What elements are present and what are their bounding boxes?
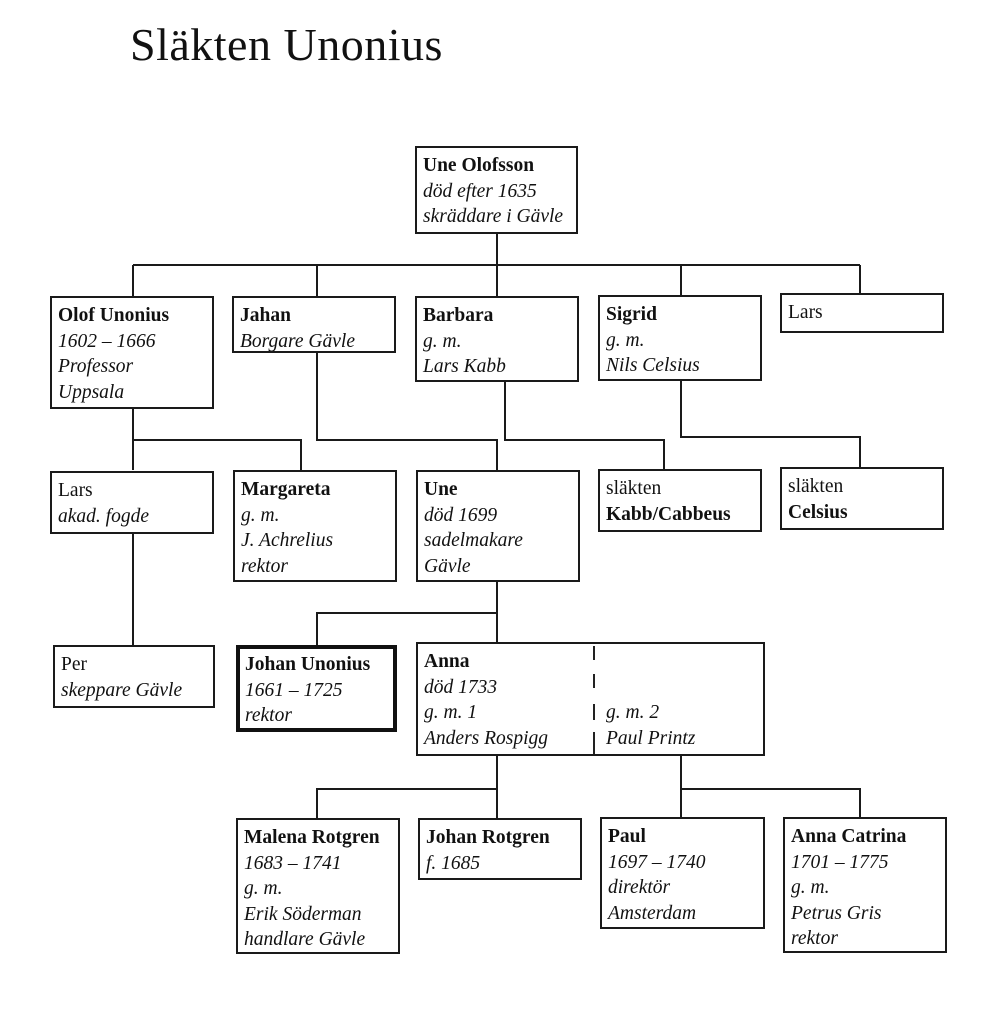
person-detail: död 1733 [424, 676, 498, 698]
person-detail: Paul Printz [606, 727, 696, 749]
person-detail: handlare Gävle [244, 929, 366, 950]
connector-une-olofsson-children [132, 233, 861, 296]
person-detail: g. m. [423, 330, 462, 352]
person-box-une: Une död 1699 sadelmakare Gävle [416, 470, 580, 582]
person-box-malena-rotgren: Malena Rotgren 1683 – 1741 g. m. Erik Sö… [236, 818, 400, 954]
person-detail: 1602 – 1666 [58, 330, 156, 352]
person-box-barbara: Barbara g. m. Lars Kabb [415, 296, 579, 382]
person-detail: död efter 1635 [423, 180, 537, 202]
family-prefix: släkten [788, 476, 844, 497]
person-detail: Petrus Gris [791, 902, 882, 924]
person-detail: rektor [245, 705, 292, 726]
person-detail: g. m. 2 [606, 702, 660, 723]
person-box-une-olofsson: Une Olofsson död efter 1635 skräddare i … [415, 146, 578, 234]
family-box-celsius: släkten Celsius [780, 467, 944, 530]
person-box-paul: Paul 1697 – 1740 direktör Amsterdam [600, 817, 765, 929]
family-name: Celsius [788, 501, 848, 523]
person-box-lars-sibling: Lars [780, 293, 944, 333]
person-detail: Nils Celsius [606, 355, 700, 376]
person-name: Margareta [241, 479, 331, 500]
person-name: Une Olofsson [423, 155, 535, 176]
person-detail: g. m. [244, 878, 283, 899]
person-detail: g. m. 1 [424, 702, 478, 723]
person-name: Paul [608, 826, 646, 847]
person-detail: Amsterdam [608, 902, 697, 924]
person-detail: 1683 – 1741 [244, 852, 342, 874]
person-detail: 1701 – 1775 [791, 851, 889, 873]
person-box-lars: Lars akad. fogde [50, 471, 214, 534]
person-detail: skräddare i Gävle [423, 206, 564, 227]
person-detail: 1697 – 1740 [608, 851, 706, 873]
person-detail: sadelmakare [424, 530, 523, 551]
person-box-olof-unonius: Olof Unonius 1602 – 1666 Professor Uppsa… [50, 296, 214, 409]
person-detail: Uppsala [58, 381, 125, 403]
person-name: Johan Unonius [245, 654, 371, 675]
anna-divider-dash [593, 704, 595, 720]
person-name: Une [424, 479, 458, 500]
person-name: Jahan [240, 305, 291, 326]
person-detail: rektor [241, 555, 288, 577]
person-name: Lars [58, 480, 93, 501]
person-detail: Professor [58, 356, 134, 377]
person-name: Anna Catrina [791, 826, 907, 847]
connector-olof-children [132, 408, 302, 470]
person-box-jahan: Jahan Borgare Gävle [232, 296, 396, 353]
anna-divider-dash [593, 646, 595, 660]
person-detail: g. m. [606, 329, 645, 351]
person-detail: J. Achrelius [241, 530, 334, 551]
person-name: Per [61, 654, 87, 675]
person-detail: Gävle [424, 555, 471, 577]
person-detail: g. m. [241, 504, 280, 526]
person-box-sigrid: Sigrid g. m. Nils Celsius [598, 295, 762, 381]
person-detail: akad. fogde [58, 505, 149, 527]
person-name: Malena Rotgren [244, 827, 380, 848]
person-name: Sigrid [606, 304, 657, 325]
connector-anna-rospigg-children [316, 756, 498, 818]
person-detail: direktör [608, 877, 671, 898]
person-box-johan-unonius: Johan Unonius 1661 – 1725 rektor [236, 645, 397, 732]
anna-divider-dash [593, 732, 595, 754]
person-detail: skeppare Gävle [61, 679, 183, 701]
connector-une-children [316, 582, 498, 645]
family-name: Kabb/Cabbeus [606, 503, 731, 525]
person-box-per: Per skeppare Gävle [53, 645, 215, 708]
person-name: Johan Rotgren [426, 827, 550, 848]
person-name: Anna [424, 651, 470, 672]
anna-second-marriage: g. m. 2 Paul Printz [606, 700, 695, 751]
family-box-kabb-cabbeus: släkten Kabb/Cabbeus [598, 469, 762, 532]
page-title: Släkten Unonius [130, 19, 443, 70]
connector-anna-printz-children [680, 756, 861, 817]
connector-barbara-kabb [504, 381, 665, 469]
person-box-anna-catrina: Anna Catrina 1701 – 1775 g. m. Petrus Gr… [783, 817, 947, 953]
person-box-anna: Anna död 1733 g. m. 1 Anders Rospigg g. … [416, 642, 765, 756]
family-prefix: släkten [606, 478, 662, 499]
person-detail: Anders Rospigg [424, 727, 549, 749]
person-name: Barbara [423, 305, 494, 326]
person-detail: död 1699 [424, 504, 498, 526]
person-detail: 1661 – 1725 [245, 679, 343, 701]
person-detail: Borgare Gävle [240, 330, 355, 352]
connector-jahan-une [316, 352, 498, 470]
person-name: Lars [788, 302, 823, 323]
connector-sigrid-celsius [680, 380, 861, 467]
person-detail: Lars Kabb [423, 356, 506, 377]
person-name: Olof Unonius [58, 305, 170, 326]
person-detail: f. 1685 [426, 852, 481, 874]
person-detail: Erik Söderman [244, 903, 362, 925]
person-detail: rektor [791, 928, 838, 949]
anna-divider-dash [593, 674, 595, 688]
person-box-johan-rotgren: Johan Rotgren f. 1685 [418, 818, 582, 880]
person-box-margareta: Margareta g. m. J. Achrelius rektor [233, 470, 397, 582]
person-detail: g. m. [791, 877, 830, 898]
